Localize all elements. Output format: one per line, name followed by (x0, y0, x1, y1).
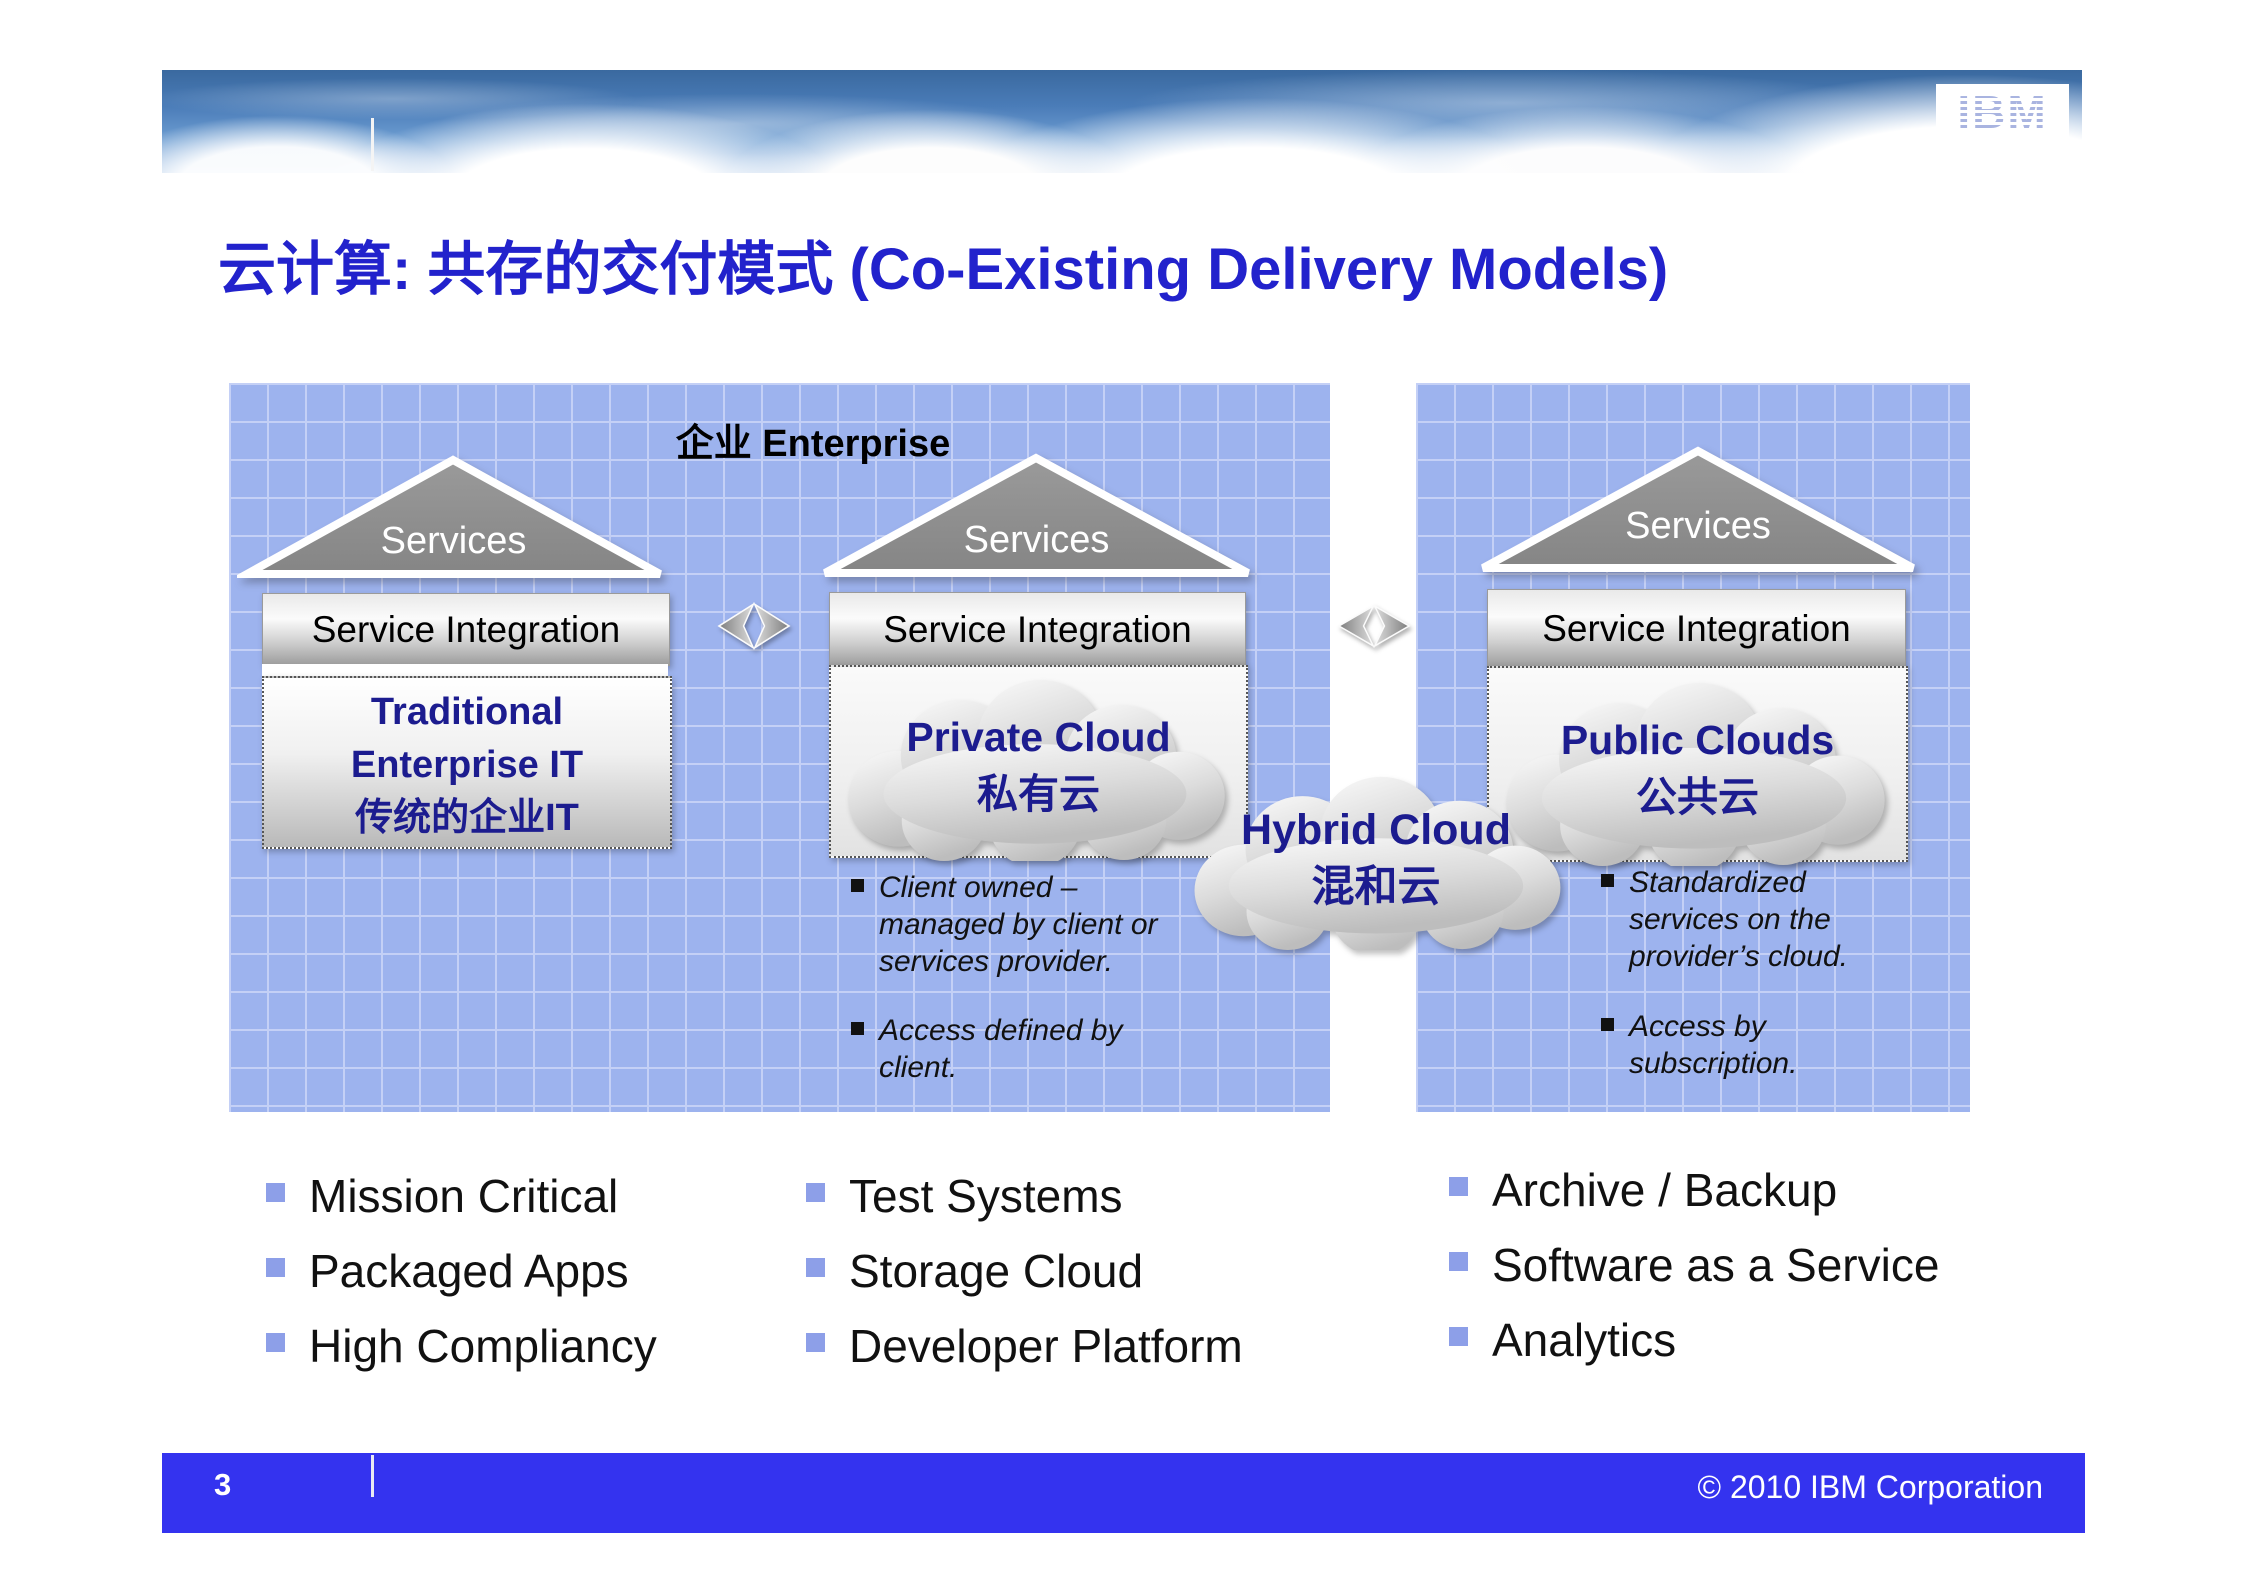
page-number: 3 (214, 1467, 232, 1502)
header-sky-banner (162, 70, 2082, 173)
public-clouds-list: Archive / Backup Software as a Service A… (1449, 1152, 1939, 1377)
header-divider-tick (371, 118, 374, 171)
service-integration-bar-3: Service Integration (1487, 589, 1906, 668)
list-item: Archive / Backup (1449, 1152, 1939, 1227)
public-clouds-shape-icon (1481, 682, 1907, 866)
page-title: 云计算: 共存的交付模式 (Co-Existing Delivery Model… (218, 237, 1669, 302)
bidirectional-arrow-icon (713, 601, 795, 651)
service-integration-label: Service Integration (883, 608, 1192, 650)
list-item: Test Systems (806, 1158, 1243, 1233)
copyright-text: © 2010 IBM Corporation (1697, 1469, 2043, 1505)
list-item: Developer Platform (806, 1308, 1243, 1383)
square-bullet-icon (1601, 874, 1614, 887)
square-bullet-icon (266, 1333, 285, 1352)
list-item: Mission Critical (266, 1158, 657, 1233)
roof-private-cloud: Services (815, 450, 1258, 581)
ibm-logo-text: IBM (1957, 86, 2048, 138)
square-bullet-icon (851, 1022, 864, 1035)
square-bullet-icon (266, 1258, 285, 1277)
service-integration-label: Service Integration (311, 608, 621, 650)
square-bullet-icon (1601, 1018, 1614, 1031)
hybrid-cloud-label: Hybrid Cloud 混和云 (1241, 806, 1511, 911)
square-bullet-icon (851, 879, 864, 892)
square-bullet-icon (806, 1183, 825, 1202)
traditional-it-list: Mission Critical Packaged Apps High Comp… (266, 1158, 657, 1383)
public-clouds-note: Access by subscription. (1601, 1008, 1921, 1082)
public-clouds-note: Standardized services on the provider’s … (1601, 864, 1921, 975)
square-bullet-icon (806, 1333, 825, 1352)
roof-traditional-it: Services (237, 452, 670, 582)
service-integration-bar-1: Service Integration (262, 593, 670, 666)
traditional-it-label: Traditional Enterprise IT 传统的企业IT (350, 691, 584, 839)
enterprise-label: 企业 Enterprise (675, 423, 951, 465)
private-cloud-shape-icon (823, 679, 1247, 861)
list-item: High Compliancy (266, 1308, 657, 1383)
square-bullet-icon (1449, 1177, 1468, 1196)
traditional-it-box: Traditional Enterprise IT 传统的企业IT (262, 676, 672, 849)
house-gap (262, 664, 668, 676)
private-cloud-box: Private Cloud 私有云 (829, 665, 1248, 861)
list-item: Storage Cloud (806, 1233, 1243, 1308)
list-item: Software as a Service (1449, 1227, 1939, 1302)
footer-divider-tick (371, 1455, 374, 1497)
service-integration-bar-2: Service Integration (829, 592, 1246, 667)
roof-label: Services (380, 520, 527, 562)
service-integration-label: Service Integration (1542, 607, 1851, 649)
private-cloud-note: Access defined by client. (851, 1012, 1211, 1086)
list-item: Analytics (1449, 1302, 1939, 1377)
bidirectional-arrow-icon (1333, 603, 1415, 649)
square-bullet-icon (1449, 1327, 1468, 1346)
private-cloud-note: Client owned – managed by client or serv… (851, 869, 1211, 980)
private-cloud-list: Test Systems Storage Cloud Developer Pla… (806, 1158, 1243, 1383)
list-item: Packaged Apps (266, 1233, 657, 1308)
private-cloud-label: Private Cloud 私有云 (906, 714, 1171, 817)
footer-bar: 3 © 2010 IBM Corporation (162, 1453, 2085, 1533)
roof-label: Services (963, 519, 1110, 561)
roof-label: Services (1625, 505, 1771, 547)
public-clouds-label: Public Clouds 公共云 (1560, 717, 1835, 820)
square-bullet-icon (806, 1258, 825, 1277)
square-bullet-icon (266, 1183, 285, 1202)
roof-public-clouds: Services (1473, 443, 1923, 576)
public-clouds-box: Public Clouds 公共云 (1487, 666, 1908, 866)
ibm-logo: IBM (1936, 84, 2069, 140)
hybrid-cloud-shape-icon (1170, 776, 1582, 950)
square-bullet-icon (1449, 1252, 1468, 1271)
